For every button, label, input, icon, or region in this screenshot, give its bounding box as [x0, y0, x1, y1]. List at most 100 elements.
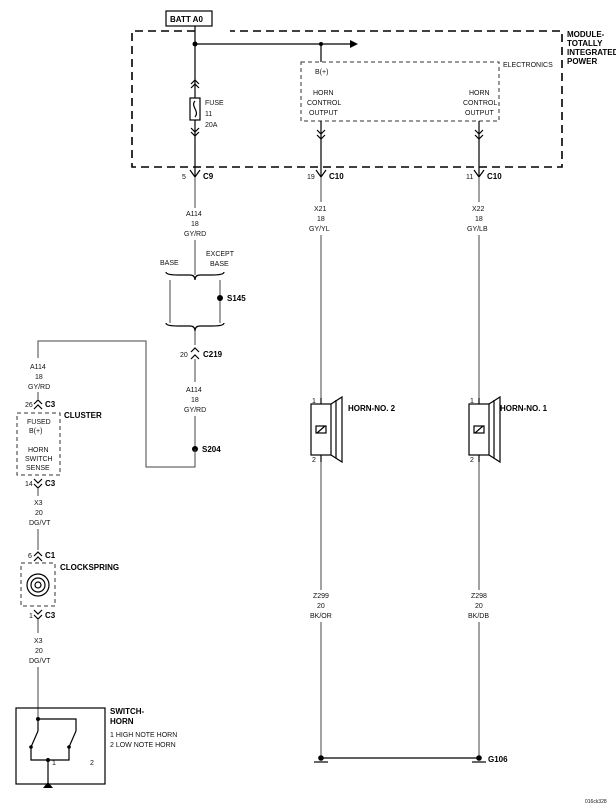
x22-color: GY/LB: [467, 226, 488, 233]
x21-color: GY/YL: [309, 226, 330, 233]
c3-top-name: C3: [45, 400, 56, 409]
z298-gauge: 20: [475, 603, 483, 610]
s145-splice-dot: [217, 295, 223, 301]
c1-pin: 6: [28, 553, 32, 560]
x3-lower-color: DG/VT: [29, 658, 51, 665]
horn2-coil-slash: [316, 425, 326, 434]
c3-mid-connector-icon: [33, 478, 43, 489]
switch-note-high: 1 HIGH NOTE HORN: [110, 732, 177, 739]
switch-horn-label-2: HORN: [110, 717, 134, 726]
horn-control-1-line2: CONTROL: [307, 100, 341, 107]
z298-color: BK/DB: [468, 613, 489, 620]
z298-circuit: Z298: [471, 593, 487, 600]
horn1-output-connector-icon: [474, 129, 484, 140]
c9-pin: 5: [182, 174, 186, 181]
a114-gauge: 18: [191, 221, 199, 228]
electronics-label: ELECTRONICS: [503, 62, 553, 69]
module-outline: [131, 30, 563, 168]
z299-gauge: 20: [317, 603, 325, 610]
except-base-line2: BASE: [210, 261, 229, 268]
c3-low-pin: 1: [29, 613, 33, 620]
clockspring-label: CLOCKSPRING: [60, 563, 119, 572]
electronics-box: [300, 61, 500, 122]
horn2-label: HORN-NO. 2: [348, 404, 396, 413]
horn-control-2-line3: OUTPUT: [465, 110, 495, 117]
horn1-pin1: 1: [470, 398, 474, 405]
batt-label-box: [165, 10, 213, 27]
g106-left-dot: [318, 755, 324, 761]
module-label-3: INTEGRATED: [567, 48, 616, 57]
cluster-text-horn: HORN: [28, 447, 49, 454]
fuse-rating: 20A: [205, 122, 218, 129]
c3-mid-name: C3: [45, 479, 56, 488]
switch-pin-2: 2: [90, 760, 94, 767]
z299-color: BK/OR: [310, 613, 332, 620]
cluster-feed-gauge: 18: [35, 374, 43, 381]
c3-low-name: C3: [45, 611, 56, 620]
c10b-pin: 11: [466, 174, 473, 181]
a114-lower-color: GY/RD: [184, 407, 206, 414]
c3-low-connector-icon: [33, 609, 43, 620]
horn-control-1-line1: HORN: [313, 90, 334, 97]
horn-switch-box: [15, 707, 106, 785]
horn2-pin1: 1: [312, 398, 316, 405]
horn-control-2-line2: CONTROL: [463, 100, 497, 107]
g106-label: G106: [488, 755, 508, 764]
a114-lower-gauge: 18: [191, 397, 199, 404]
c1-name: C1: [45, 551, 56, 560]
c219-connector-icon: [190, 347, 200, 360]
module-label-2: TOTALLY: [567, 39, 603, 48]
switch-pin-1: 1: [52, 760, 56, 767]
switch1-blade: [30, 730, 39, 748]
cluster-label: CLUSTER: [64, 411, 102, 420]
switch2-blade: [68, 730, 77, 748]
c10a-pin: 19: [307, 174, 315, 181]
horn1-coil-icon: [473, 425, 485, 434]
cluster-text-bplus: B(+): [29, 428, 42, 435]
clockspring-coil-inner-icon: [34, 581, 42, 589]
base-label: BASE: [160, 260, 179, 267]
c219-name: C219: [203, 350, 223, 359]
s145-label: S145: [227, 294, 246, 303]
a114-circuit: A114: [186, 211, 202, 218]
clockspring-coil-mid-icon: [30, 577, 46, 593]
bplus-label: B(+): [315, 69, 328, 76]
horn2-pin2: 2: [312, 457, 316, 464]
x22-circuit: X22: [472, 206, 485, 213]
cluster-feed-color: GY/RD: [28, 384, 50, 391]
fuse-number: 11: [205, 111, 212, 118]
cluster-text-switch: SWITCH: [25, 456, 53, 463]
a114-lower-circuit: A114: [186, 387, 202, 394]
horn1-coil-slash: [474, 425, 484, 434]
horn-control-1-line3: OUTPUT: [309, 110, 339, 117]
cluster-feed-circuit: A114: [30, 364, 46, 371]
option-brace-top: [165, 271, 225, 281]
switch-ground-icon: [43, 782, 53, 788]
a114-color: GY/RD: [184, 231, 206, 238]
x3-lower-circuit: X3: [34, 638, 43, 645]
g106-right-dot: [476, 755, 482, 761]
z299-circuit: Z299: [313, 593, 329, 600]
cluster-box: [16, 412, 61, 476]
x21-circuit: X21: [314, 206, 327, 213]
except-base-line1: EXCEPT: [206, 251, 235, 258]
switch-note-low: 2 LOW NOTE HORN: [110, 742, 176, 749]
c1-connector-icon: [33, 551, 43, 562]
horn2-output-connector-icon: [316, 129, 326, 140]
fuse-element-icon: [192, 100, 198, 118]
fuse-label: FUSE: [205, 100, 224, 107]
x3-lower-gauge: 20: [35, 648, 43, 655]
c3-top-connector-icon: [33, 399, 43, 410]
horn-control-2-line1: HORN: [469, 90, 490, 97]
s204-label: S204: [202, 445, 221, 454]
figure-code: 016ck328: [585, 799, 607, 805]
bus-arrow: [350, 40, 358, 48]
c3-mid-pin: 14: [25, 481, 33, 488]
c10b-name: C10: [487, 172, 502, 181]
c9-name: C9: [203, 172, 214, 181]
switch-common-wire: [38, 718, 77, 731]
x3-upper-circuit: X3: [34, 500, 43, 507]
fuse-bottom-connector-icon: [190, 127, 200, 137]
